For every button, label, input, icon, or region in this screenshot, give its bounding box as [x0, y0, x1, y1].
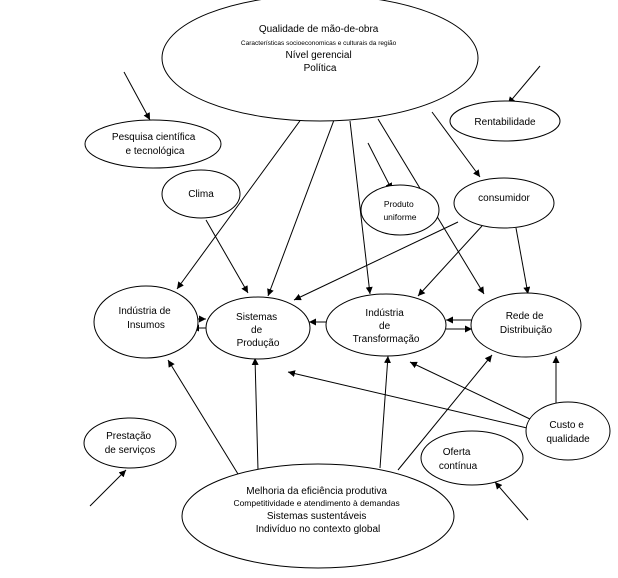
svg-text:Indústria de Trans: Indústria de Transformação: [353, 308, 420, 345]
node-produto-uniforme: Produto uniforme: [360, 184, 440, 236]
produto-uniforme-line-2: uniforme: [383, 212, 416, 222]
oferta-continua-line-2: contínua: [439, 461, 478, 472]
sistemas-producao-line-1: Sistemas: [236, 312, 277, 323]
clima-line-1: Clima: [188, 189, 214, 200]
svg-text:Prestação de serviços: Prestação de serviços: [105, 431, 156, 456]
qualidade-line-2: Características socioeconomicas e cultur…: [241, 40, 397, 47]
edge-external-to-prestacao: [89, 469, 127, 507]
edges: [89, 65, 560, 521]
melhoria-line-2: Competitividade e atendimento à demandas: [233, 498, 399, 508]
svg-text:Melhoria da eficiência produti: Melhoria da eficiência produtiva Competi…: [233, 486, 402, 535]
svg-text:Qualidade de mão-de-obra: Qualidade de mão-de-obra Características…: [241, 24, 399, 74]
industria-transformacao-line-3: Transformação: [353, 334, 420, 345]
custo-qualidade-line-2: qualidade: [546, 434, 590, 445]
qualidade-line-3: Nível gerencial: [286, 50, 352, 61]
consumidor-line-1: consumidor: [478, 193, 530, 204]
edge-clima-to-sistemas: [205, 219, 249, 294]
edge-external-to-rentabilidade: [507, 65, 541, 105]
edge-melhoria-to-sistemas: [251, 357, 259, 471]
edge-custo-to-transformacao: [409, 361, 533, 421]
edge-melhoria-to-insumos: [167, 359, 239, 475]
node-prestacao-servicos: Prestação de serviços: [83, 417, 177, 469]
svg-text:Clima: Clima: [188, 189, 214, 200]
rede-distribuicao-line-1: Rede de: [506, 311, 544, 322]
edge-qualidade-to-insumos: [176, 117, 303, 290]
edge-consumidor-to-sistemas: [293, 221, 459, 301]
node-rede-distribuicao: Rede de Distribuição: [470, 292, 582, 358]
oferta-continua-line-1: Oferta: [443, 447, 471, 458]
edge-consumidor-to-transformacao: [417, 225, 483, 297]
qualidade-line-1: Qualidade de mão-de-obra: [259, 24, 379, 35]
node-melhoria: Melhoria da eficiência produtiva Competi…: [181, 463, 455, 569]
industria-insumos-line-2: Insumos: [127, 320, 165, 331]
edge-melhoria-to-rede: [397, 354, 493, 471]
node-consumidor: consumidor: [453, 177, 555, 229]
edge-consumidor-to-rede: [515, 227, 531, 295]
melhoria-line-3: Sistemas sustentáveis: [267, 511, 367, 522]
svg-text:Rentabilidade: Rentabilidade: [474, 117, 536, 128]
edge-qualidade-to-sistemas: [267, 119, 335, 297]
sistemas-producao-line-2: de: [251, 325, 263, 336]
svg-text:Pesquisa científica e te: Pesquisa científica e tecnológica: [112, 132, 198, 157]
custo-qualidade-line-1: Custo e: [549, 420, 584, 431]
prestacao-servicos-line-1: Prestação: [106, 431, 151, 442]
node-clima: Clima: [161, 169, 241, 219]
svg-text:Sistemas de Produç: Sistemas de Produção: [236, 312, 280, 349]
produto-uniforme-line-1: Produto: [384, 199, 414, 209]
edge-external-to-produto-uniforme: [367, 142, 393, 191]
svg-text:Produto uniforme: Produto uniforme: [383, 199, 416, 222]
pesquisa-line-2: e tecnológica: [126, 146, 185, 157]
industria-transformacao-line-1: Indústria: [365, 308, 404, 319]
svg-text:Custo e qualidade: Custo e qualidade: [546, 420, 590, 445]
node-pesquisa: Pesquisa científica e tecnológica: [84, 119, 222, 169]
edge-external-to-oferta: [494, 481, 529, 521]
qualidade-line-4: Política: [304, 63, 337, 74]
node-qualidade: Qualidade de mão-de-obra Características…: [161, 0, 479, 122]
node-industria-transformacao: Indústria de Transformação: [325, 293, 447, 357]
svg-text:consumidor: consumidor: [478, 193, 530, 204]
melhoria-line-1: Melhoria da eficiência produtiva: [246, 486, 387, 497]
svg-text:Oferta contínua: Oferta contínua: [439, 447, 478, 472]
edge-melhoria-to-transformacao: [379, 355, 391, 469]
edge-qualidade-to-consumidor: [431, 111, 481, 178]
node-oferta-continua: Oferta contínua: [420, 430, 524, 486]
melhoria-line-4: Indivíduo no contexto global: [256, 524, 381, 535]
svg-text:Rede de Distribuição: Rede de Distribuição: [500, 311, 553, 336]
node-industria-insumos: Indústria de Insumos: [93, 285, 199, 359]
node-custo-qualidade: Custo e qualidade: [525, 401, 611, 461]
node-rentabilidade: Rentabilidade: [449, 100, 561, 142]
prestacao-servicos-line-2: de serviços: [105, 445, 156, 456]
node-sistemas-producao: Sistemas de Produção: [205, 296, 311, 360]
pesquisa-line-1: Pesquisa científica: [112, 132, 196, 143]
industria-transformacao-line-2: de: [379, 321, 391, 332]
sistemas-producao-line-3: Produção: [237, 338, 280, 349]
industria-insumos-line-1: Indústria de: [118, 306, 171, 317]
edge-custo-to-sistemas: [287, 370, 528, 429]
svg-text:Indústria de Insumos: Indústria de Insumos: [118, 306, 173, 331]
edge-external-to-pesquisa: [123, 71, 151, 121]
rede-distribuicao-line-2: Distribuição: [500, 325, 553, 336]
rentabilidade-line-1: Rentabilidade: [474, 117, 536, 128]
